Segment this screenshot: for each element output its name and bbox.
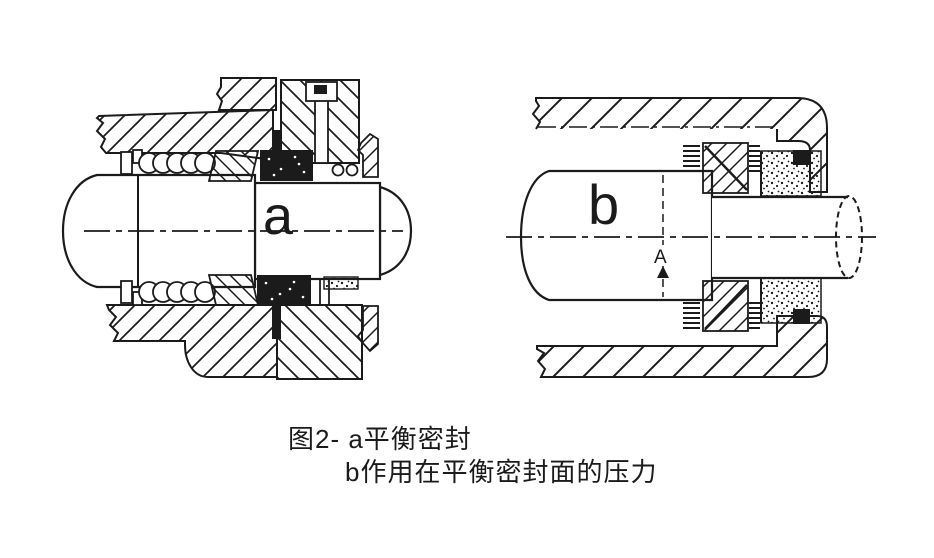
- wave-spring-bottom-left: [683, 302, 700, 329]
- packing-strip-bottom: [323, 276, 359, 290]
- housing-bottom: [105, 304, 278, 378]
- caption-line-1: 图2- a平衡密封: [288, 424, 472, 454]
- panel-a-label: a: [263, 186, 294, 246]
- dimension-arrow-icon: [657, 266, 669, 278]
- drive-pin-lines-bottom: [319, 280, 330, 305]
- seal-retainer-bottom: [207, 274, 260, 306]
- seal-edge-bar-bottom: [272, 306, 281, 339]
- gland-step-block: [215, 77, 277, 111]
- housing-plate-top-outline: [531, 97, 828, 193]
- seal-holder-top-edge: [704, 145, 748, 191]
- seal-ring-bottom: [257, 275, 311, 305]
- caption-line-2: b作用在平衡密封面的压力: [345, 457, 658, 487]
- figure-caption: 图2- a平衡密封 b作用在平衡密封面的压力: [288, 423, 657, 489]
- pin-channel-top: [314, 99, 329, 164]
- shaft-main-a: [61, 173, 257, 289]
- dimension-label-bg: [649, 245, 675, 266]
- wave-spring-top-right: [749, 145, 760, 172]
- dimension-A: A: [649, 175, 675, 297]
- seal-ring-top: [260, 150, 313, 181]
- wave-spring-bottom-right: [749, 302, 760, 329]
- panel-b-label: b: [588, 173, 619, 236]
- carbon-face-top: [760, 150, 822, 197]
- coil-spring-bottom: [120, 280, 216, 306]
- gland-nose-top: [356, 132, 379, 178]
- wave-spring-top-left: [683, 145, 700, 172]
- seal-holder-bottom-edge: [704, 284, 748, 330]
- housing-plate-top-fill: [533, 98, 827, 192]
- seal-edge-bar-top: [272, 130, 281, 163]
- o-ring-square-bottom: [793, 309, 810, 324]
- carbon-face-bottom: [760, 277, 822, 324]
- set-screw-socket: [314, 85, 327, 94]
- diagram-b: A b: [506, 97, 876, 378]
- housing-plate-bottom: [536, 315, 828, 378]
- diagram-a: a: [61, 77, 413, 380]
- dimension-label: A: [654, 247, 667, 268]
- seal-retainer-top: [207, 150, 260, 182]
- o-ring-square-top: [793, 150, 810, 165]
- o-rings-top: [331, 163, 359, 177]
- gland-nose-bottom: [356, 305, 379, 353]
- coil-spring-top: [120, 149, 216, 175]
- seat-holder-bottom: [276, 304, 363, 380]
